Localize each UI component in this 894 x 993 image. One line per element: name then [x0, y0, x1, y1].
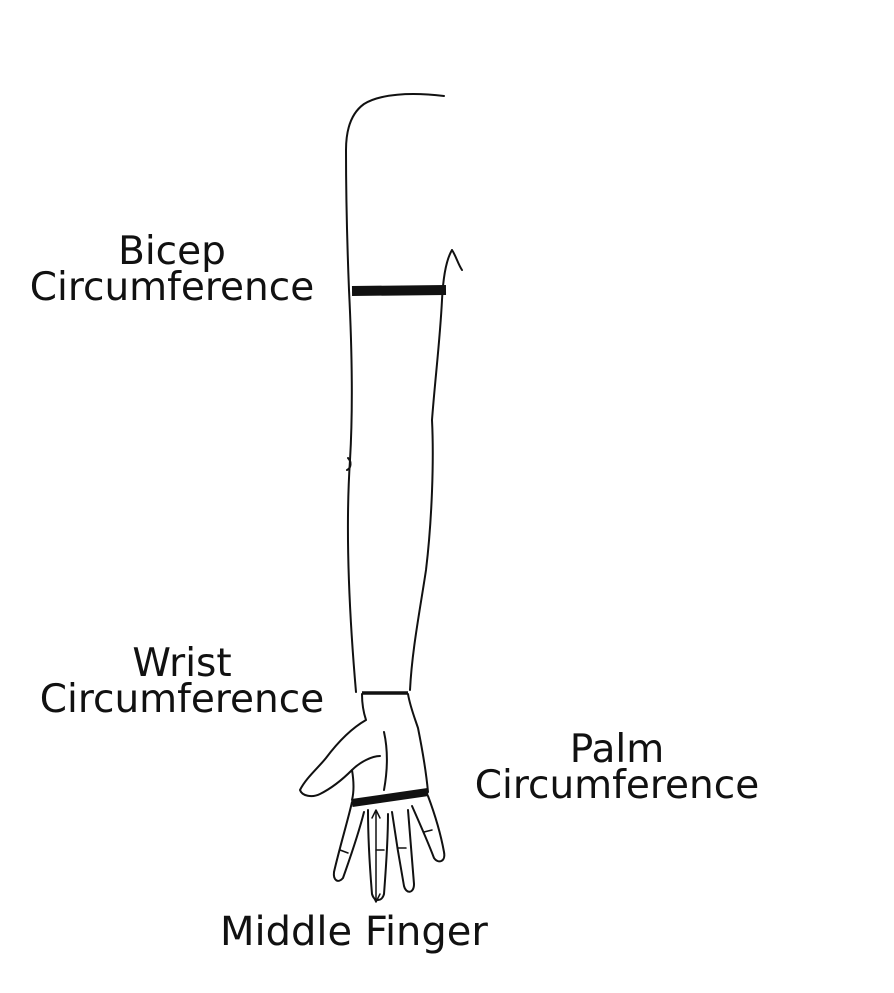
- wrist-label-line1: Wrist: [132, 641, 232, 686]
- arm-left-outline: [345, 149, 357, 693]
- palm-label-line1: Palm: [569, 727, 665, 772]
- finger-index: [332, 801, 365, 882]
- palm-circumference-label: Palm Circumference: [444, 730, 790, 805]
- finger-pinky: [411, 795, 446, 863]
- wrist-label-line2: Circumference: [39, 677, 325, 722]
- palm-crease: [383, 731, 388, 791]
- middle-finger-arrow-top: [371, 809, 381, 819]
- arm-right-outline: [409, 249, 463, 691]
- palm-label-line2: Circumference: [474, 763, 760, 808]
- middle-finger-arrow-bottom: [371, 893, 381, 903]
- hand-right-outline: [407, 693, 429, 793]
- finger-ring: [391, 809, 415, 893]
- bicep-circumference-label: Bicep Circumference: [0, 232, 344, 307]
- elbow-mark: [346, 457, 352, 471]
- middle-finger-label: Middle Finger: [220, 909, 488, 955]
- palm-band: [351, 788, 429, 807]
- bicep-label-line1: Bicep: [118, 229, 226, 274]
- shoulder-outline: [345, 93, 445, 151]
- bicep-band: [351, 285, 447, 296]
- finger-middle: [367, 809, 389, 901]
- wrist-circumference-label: Wrist Circumference: [6, 644, 358, 719]
- thumb-crease: [351, 755, 381, 771]
- bicep-label-line2: Circumference: [29, 265, 315, 310]
